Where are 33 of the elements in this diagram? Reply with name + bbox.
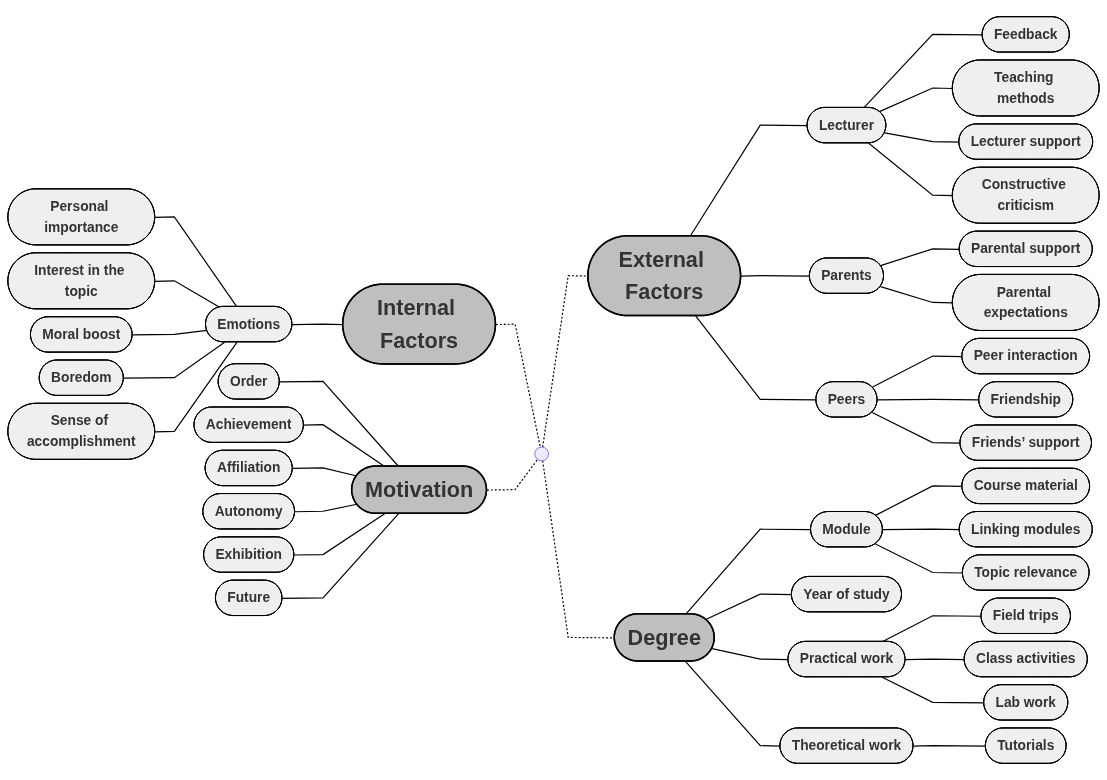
connector — [711, 648, 790, 661]
connector — [881, 676, 985, 704]
connector — [705, 593, 793, 620]
connector — [740, 275, 811, 277]
connector — [123, 341, 226, 379]
connector — [904, 658, 966, 661]
connector — [868, 142, 954, 197]
connector — [695, 315, 817, 401]
connector — [685, 660, 781, 747]
connector — [863, 33, 984, 109]
connector — [880, 248, 961, 267]
connector — [874, 543, 964, 574]
connector — [882, 528, 961, 531]
connector — [132, 329, 208, 336]
connector — [154, 216, 238, 308]
connector — [303, 424, 386, 468]
connector — [912, 745, 987, 747]
connector — [154, 280, 221, 308]
connector — [880, 286, 954, 304]
connector — [884, 132, 960, 143]
connector — [154, 341, 238, 433]
connector — [874, 485, 963, 516]
connector — [878, 87, 954, 113]
connector — [871, 411, 962, 444]
connector — [281, 513, 400, 599]
connector — [876, 398, 980, 401]
node-circle — [534, 446, 549, 462]
connector — [293, 513, 386, 556]
connector — [685, 528, 812, 615]
connector — [279, 380, 400, 468]
connector — [871, 355, 963, 388]
connector — [881, 615, 983, 643]
connector — [689, 124, 809, 237]
